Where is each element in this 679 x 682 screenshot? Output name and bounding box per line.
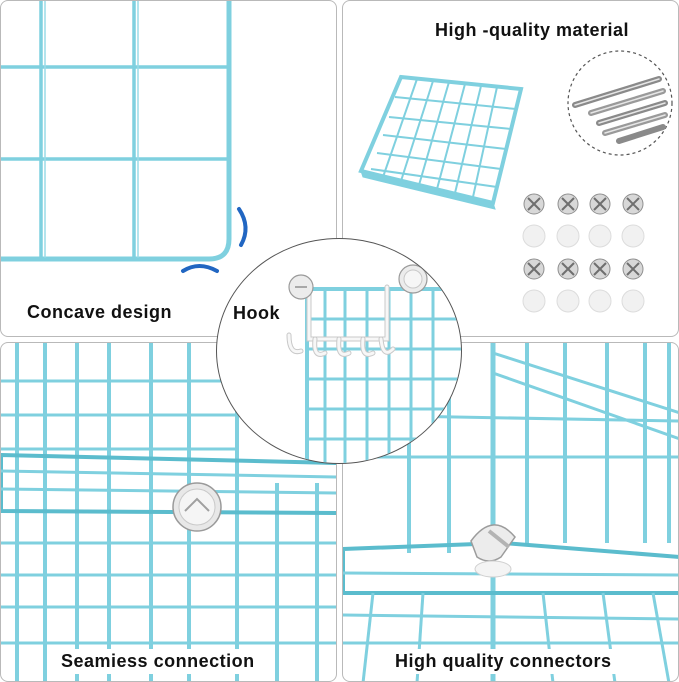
seamless-grid-illustration [1,343,336,681]
material-illustration [358,50,673,313]
concave-grid-illustration [1,1,248,273]
high-quality-connectors-label: High quality connectors [389,649,618,674]
concave-curve-mark-bottom [181,264,219,273]
connector-knob [172,482,222,532]
panel-concave-design: Concave design [0,0,337,337]
connectors-grid-illustration [343,343,678,681]
steel-rods [572,76,668,144]
connector-pieces-icon [522,193,645,313]
seamless-connection-label: Seamiess connection [55,649,261,674]
hook-callout-circle: Hook [216,238,462,464]
concave-design-label: Concave design [27,302,173,322]
hook-connector-left [288,274,314,300]
concave-curve-mark-right [237,207,248,247]
hook-label: Hook [233,303,280,323]
corner-connector [470,524,516,578]
hook-illustration [286,264,461,463]
mesh-tray [358,74,524,210]
material-label: High -quality material [435,20,630,40]
hook-icon [286,284,396,357]
hook-connector-right [398,264,428,294]
panel-material: High -quality material [342,0,679,337]
